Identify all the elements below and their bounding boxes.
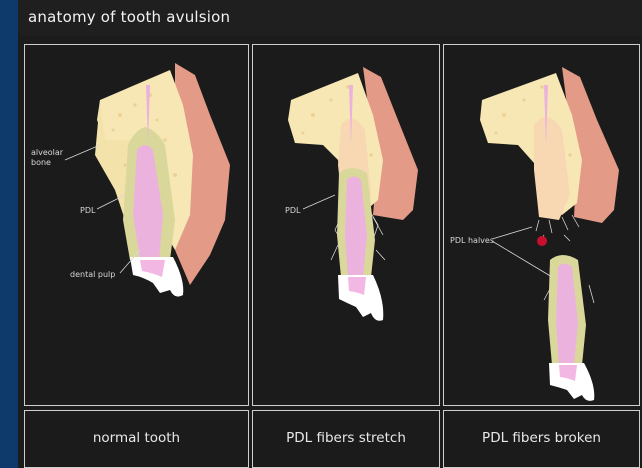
label-pdl: PDL xyxy=(80,206,96,215)
normal-tooth-illustration: alveolar bone PDL dental pulp xyxy=(25,45,249,406)
pdl-stretch-illustration: PDL xyxy=(253,45,440,406)
blood-drop-icon xyxy=(537,236,547,246)
label-alveolar-line1: alveolar xyxy=(31,148,64,157)
title-bar: anatomy of tooth avulsion xyxy=(18,0,642,36)
caption-pdl-stretch: PDL fibers stretch xyxy=(252,410,440,468)
figure-title: anatomy of tooth avulsion xyxy=(28,8,230,26)
label-pdl-halves: PDL halves xyxy=(450,236,494,245)
label-alveolar-line2: bone xyxy=(31,158,51,167)
label-dental-pulp: dental pulp xyxy=(70,270,115,279)
panel-pdl-broken: PDL halves xyxy=(443,44,640,406)
caption-normal-tooth: normal tooth xyxy=(24,410,249,468)
panel-pdl-stretch: PDL xyxy=(252,44,440,406)
label-pdl: PDL xyxy=(285,206,301,215)
caption-pdl-broken: PDL fibers broken xyxy=(443,410,640,468)
pdl-broken-illustration: PDL halves xyxy=(444,45,640,406)
panel-normal-tooth: alveolar bone PDL dental pulp xyxy=(24,44,249,406)
